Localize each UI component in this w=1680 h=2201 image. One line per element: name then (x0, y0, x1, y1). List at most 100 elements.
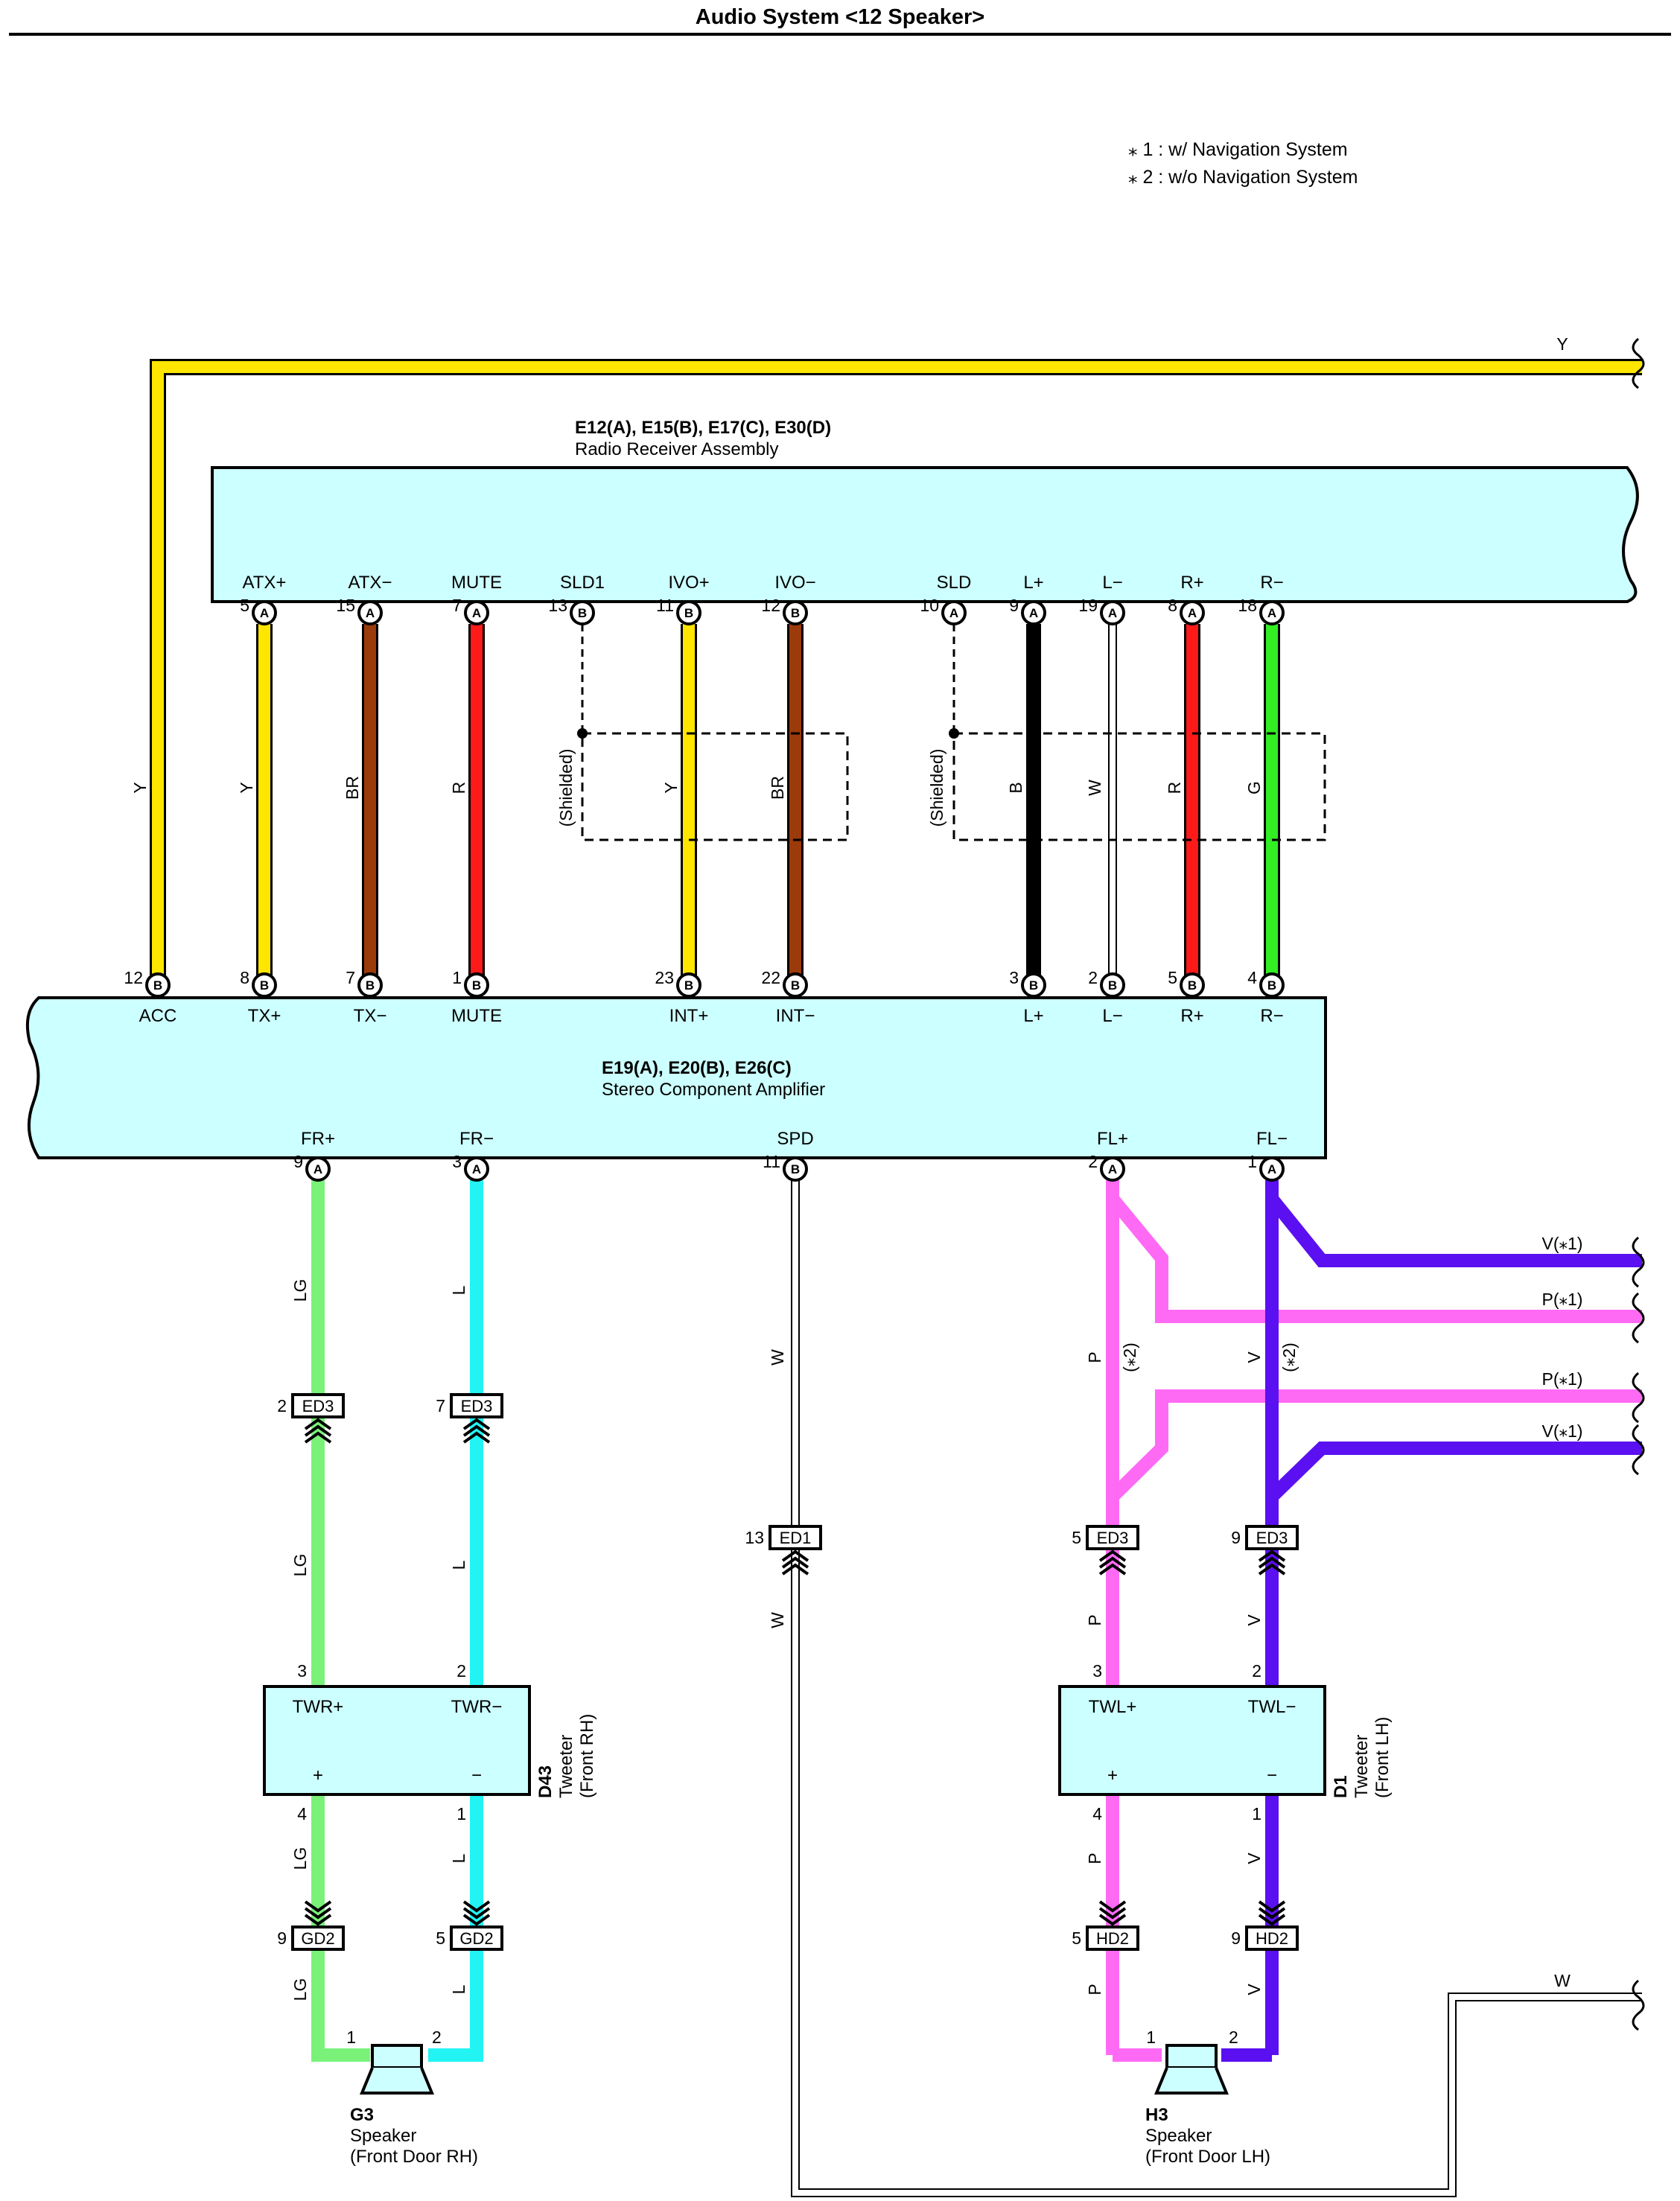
wire-code-spd-1: W (768, 1349, 787, 1366)
receiver-pin-0-number: 5 (240, 596, 249, 615)
rx-pin-r-minus: R− (1260, 573, 1283, 593)
tweeter-lh-pin-minus: TWL− (1248, 1697, 1296, 1717)
wire-code-fr-plus-2: LG (290, 1554, 310, 1577)
junction-pin-number: 5 (1072, 1928, 1081, 1948)
wire-code-fr-minus-2: L (449, 1560, 468, 1570)
wire-break-top (1632, 337, 1645, 389)
amp-top-pin-5-conn-letter: B (791, 978, 800, 993)
speaker-rh-icon (360, 2044, 434, 2095)
amp-top-pin-7-number: 2 (1088, 968, 1098, 987)
amp-pin-r-minus: R− (1260, 1006, 1283, 1026)
tweeter-rh-pin-minus: TWR− (451, 1697, 503, 1717)
amp-pin-spd: SPD (777, 1129, 813, 1149)
wire-code-fr-minus-3: L (449, 1853, 468, 1863)
amp-pin-tx-minus: TX− (354, 1006, 387, 1026)
receiver-pin-8-number: 19 (1078, 596, 1098, 615)
amp-top-pin-4: B23 (655, 968, 701, 998)
receiver-pin-10-number: 18 (1238, 596, 1257, 615)
receiver-pin-6: A 10 (920, 596, 967, 625)
wire-code-int-minus: BR (768, 776, 787, 800)
amp-top-pin-8: B5 (1168, 968, 1205, 998)
amp-bottom-pin-2: B11 (763, 1152, 808, 1182)
amp-pin-fr-plus: FR+ (301, 1129, 335, 1149)
junction-pin-number: 5 (436, 1928, 445, 1948)
receiver-pin-9-number: 8 (1168, 596, 1177, 615)
rx-pin-sld: SLD (937, 573, 972, 593)
amp-pin-int-plus: INT+ (669, 1006, 709, 1026)
wire-fl-plus (1106, 1180, 1642, 2062)
amp-pin-l-minus: L− (1102, 1006, 1122, 1026)
receiver-pin-7-number: 9 (1009, 596, 1019, 615)
amp-pin-fl-minus: FL− (1256, 1129, 1288, 1149)
wire-spd (791, 1180, 1642, 2197)
wire-code-fl-plus-1: P (1085, 1351, 1104, 1363)
tweeter-rh-id: D43 (535, 1765, 556, 1798)
wire-code-tx-minus: BR (343, 776, 362, 800)
speaker-lh-id: H3 (1145, 2105, 1168, 2125)
receiver-pin-8-conn-letter: A (1108, 606, 1117, 620)
wire-code-acc: Y (130, 782, 150, 793)
wire-code-nav2-v: V(⁎1) (1542, 1421, 1583, 1441)
tweeter-rh-location: (Front RH) (577, 1714, 597, 1798)
receiver-pin-10-conn-letter: A (1267, 606, 1276, 620)
wire-breaks-nav (1632, 1236, 1645, 1476)
amp-bottom-pin-3-conn-letter: A (1108, 1162, 1117, 1176)
amp-pin-int-minus: INT− (776, 1006, 815, 1026)
wire-fr-minus (428, 1180, 483, 2062)
amp-pin-r-plus: R+ (1180, 1006, 1203, 1026)
note-no-nav: ⁎ 2 : w/o Navigation System (1128, 167, 1358, 188)
receiver-name: Radio Receiver Assembly (575, 439, 778, 459)
receiver-id: E12(A), E15(B), E17(C), E30(D) (575, 418, 831, 438)
amp-top-pin-8-number: 5 (1168, 968, 1177, 987)
amp-bottom-pin-2-number: 11 (763, 1152, 780, 1171)
tweeter-lh-name: Tweeter (1352, 1735, 1372, 1798)
junction-label: GD2 (459, 1929, 493, 1948)
junction-pin-number: 13 (745, 1528, 764, 1547)
receiver-pin-6-number: 10 (920, 596, 939, 615)
amp-top-pin-8-conn-letter: B (1188, 978, 1197, 993)
wire-code-fl-minus-4: V (1244, 1984, 1264, 1995)
amp-top-pin-1-conn-letter: B (260, 978, 269, 993)
amp-bottom-pin-0: A9 (293, 1152, 331, 1182)
receiver-pin-1-number: 15 (336, 596, 355, 615)
receiver-pin-5-conn-letter: B (791, 606, 800, 620)
amp-bottom-pin-0-conn-letter: A (314, 1162, 322, 1176)
tweeter-rh-num-top-minus: 2 (456, 1661, 466, 1681)
amp-pin-mute: MUTE (451, 1006, 502, 1026)
note-nav: ⁎ 1 : w/ Navigation System (1128, 139, 1348, 160)
wire-code-star2-p: (⁎2) (1120, 1342, 1139, 1372)
receiver-pin-6-conn-letter: A (949, 606, 958, 620)
amplifier-name: Stereo Component Amplifier (602, 1080, 825, 1100)
receiver-pin-9: A8 (1168, 596, 1205, 625)
amp-top-pin-0-conn-letter: B (153, 978, 162, 993)
receiver-pin-3-number: 13 (548, 596, 567, 615)
wire-code-fr-plus-3: LG (290, 1847, 310, 1870)
amp-pin-l-plus: L+ (1023, 1006, 1043, 1026)
amp-top-pin-9: B4 (1247, 968, 1285, 998)
amp-bottom-pin-0-number: 9 (293, 1152, 303, 1171)
speaker-rh-name: Speaker (350, 2126, 416, 2146)
wire-code-int-plus: Y (661, 782, 681, 793)
wire-code-bottom-right: W (1554, 1971, 1571, 1990)
amp-top-pin-5: B22 (761, 968, 808, 998)
amp-top-pin-6-conn-letter: B (1029, 978, 1038, 993)
receiver-pin-4-conn-letter: B (684, 606, 693, 620)
amplifier-box (25, 996, 1327, 1159)
amp-bottom-pin-4-conn-letter: A (1267, 1162, 1276, 1176)
amp-bottom-pin-4-number: 1 (1247, 1152, 1257, 1171)
shield-label-speaker: (Shielded) (927, 749, 946, 827)
speaker-lh-icon (1154, 2044, 1229, 2095)
amp-top-pin-2: B7 (346, 968, 383, 998)
wire-code-fl-plus-3: P (1085, 1853, 1104, 1864)
tweeter-rh-num-top-plus: 3 (297, 1661, 307, 1681)
tweeter-lh-num-bot-plus: 4 (1092, 1804, 1102, 1823)
junction-pin-number: 9 (277, 1928, 287, 1948)
wire-code-fl-plus-2: P (1085, 1614, 1104, 1625)
amp-top-pin-0: B12 (124, 968, 171, 998)
junction-pin-number: 9 (1231, 1928, 1241, 1948)
amp-top-pin-7-conn-letter: B (1108, 978, 1117, 993)
junction-pin-number: 9 (1231, 1528, 1241, 1547)
